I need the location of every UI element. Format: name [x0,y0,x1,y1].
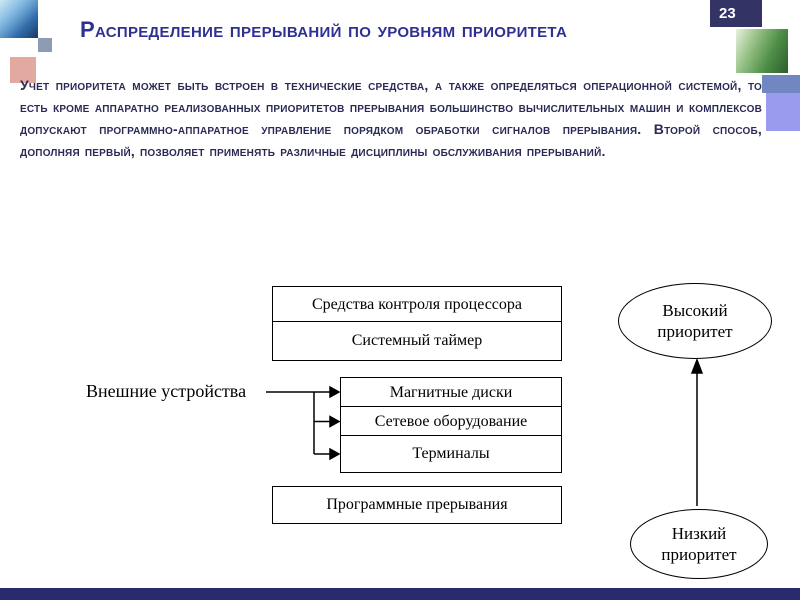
page-title: Распределение прерываний по уровням прио… [80,17,568,42]
high-priority-ellipse: Высокий приоритет [618,283,772,359]
decor-square-salmon [10,57,36,83]
high-priority-label: Высокий приоритет [657,300,733,341]
body-paragraph: Учет приоритета может быть встроен в тех… [20,77,762,159]
low-priority-ellipse: Низкий приоритет [630,509,768,579]
diagram-box-terminals: Терминалы [340,435,562,473]
diagram-box-software-interrupts: Программные прерывания [272,486,562,524]
slide-number-badge: 23 [710,0,762,27]
decor-photo-topright [736,29,788,73]
external-devices-label: Внешние устройства [86,381,247,401]
slide-number: 23 [719,5,736,22]
priority-up-arrow-icon [690,357,704,506]
decor-rect-blue [762,75,800,93]
footer-bar [0,588,800,600]
low-priority-label: Низкий приоритет [661,523,737,564]
diagram-box-processor-control: Средства контроля процессора [272,286,562,323]
diagram-box-magnetic-disks: Магнитные диски [340,377,562,408]
decor-square-gray [38,38,52,52]
external-devices-arrows-icon [266,385,341,461]
decor-rect-purple [766,93,800,131]
diagram-box-network-equipment: Сетевое оборудование [340,406,562,437]
diagram-box-system-timer: Системный таймер [272,321,562,361]
decor-photo-topleft [0,0,38,38]
